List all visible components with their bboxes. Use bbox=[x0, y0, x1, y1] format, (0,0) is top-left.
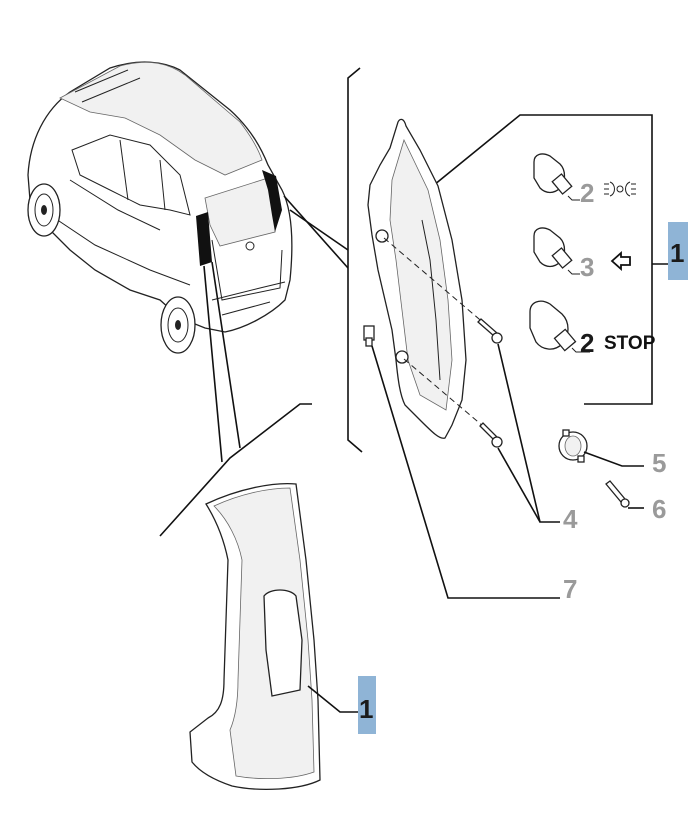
rear-pillar-cover bbox=[189, 482, 321, 791]
front-wheel bbox=[27, 183, 61, 237]
callout-pin: 7 bbox=[563, 574, 577, 604]
pin bbox=[363, 325, 375, 347]
callout-lamp: 1 bbox=[670, 238, 684, 268]
rear-wheel bbox=[160, 296, 196, 354]
callout-cover: 1 bbox=[359, 694, 373, 724]
turn-signal-arrow-icon bbox=[610, 250, 631, 272]
leader-lines bbox=[159, 67, 670, 537]
callout-screws: 4 bbox=[563, 504, 578, 534]
callout-box-cover bbox=[358, 676, 376, 734]
callout-bulb-indicator: 3 bbox=[580, 252, 594, 282]
callout-small-screw: 6 bbox=[652, 494, 666, 524]
callout-holder: 5 bbox=[652, 448, 666, 478]
bulb-stop bbox=[529, 300, 590, 353]
screw-lower bbox=[479, 422, 503, 448]
tail-lamp bbox=[367, 118, 467, 439]
bulb-indicator bbox=[533, 227, 580, 275]
car-illustration bbox=[27, 61, 293, 354]
screw-upper bbox=[477, 318, 503, 344]
position-light-icon bbox=[604, 181, 636, 197]
callout-bulb-position: 2 bbox=[580, 178, 594, 208]
small-screw bbox=[605, 480, 630, 508]
bulb-holder bbox=[558, 429, 588, 463]
bulb-position bbox=[533, 153, 580, 201]
stop-label: STOP bbox=[604, 333, 656, 354]
callout-box-lamp bbox=[668, 222, 688, 280]
callout-bulb-stop: 2 bbox=[580, 328, 594, 358]
